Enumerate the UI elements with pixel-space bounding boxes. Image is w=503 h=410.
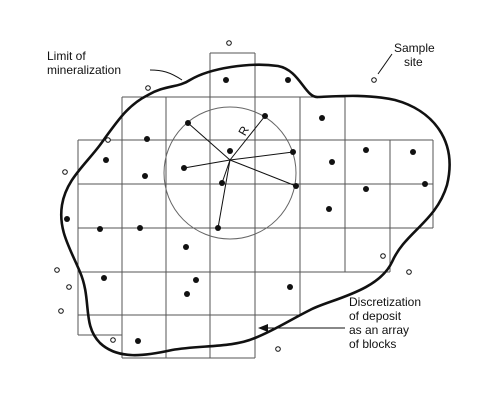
spoke [229, 159, 297, 187]
label-disc-line4: of blocks [349, 337, 396, 351]
sample-site-outside [66, 284, 72, 290]
sample-dot [326, 206, 332, 212]
label-limit-of-mineralization: Limit of mineralization [47, 49, 183, 81]
label-sample-line1: Sample [394, 41, 435, 55]
sample-site-outside [62, 169, 68, 175]
sample-dot [135, 338, 141, 344]
sample-dot [137, 225, 143, 231]
sample-dot [97, 226, 103, 232]
sample-site-outside [226, 40, 232, 46]
sample-dot [183, 244, 189, 250]
label-limit-line1: Limit of [47, 49, 86, 63]
samples-outside [54, 40, 412, 352]
sample-dot [227, 148, 233, 154]
sample-dot [184, 291, 190, 297]
sample-site-outside [406, 269, 412, 275]
sample-dot [103, 157, 109, 163]
spoke [217, 159, 231, 229]
label-disc-line1: Discretization [349, 295, 421, 309]
spoke [229, 115, 266, 161]
sample-dot [410, 149, 416, 155]
sample-dot [422, 181, 428, 187]
sample-dot [142, 173, 148, 179]
block-grid [77, 52, 434, 359]
arrowhead-icon [258, 324, 268, 332]
label-sample-line2: site [404, 55, 423, 69]
sample-site-outside [275, 346, 281, 352]
sample-dot [329, 159, 335, 165]
spoke [183, 159, 231, 169]
sample-dot [215, 225, 221, 231]
sample-dot [293, 183, 299, 189]
sample-dot [193, 277, 199, 283]
spoke [229, 151, 294, 161]
sample-site-outside [54, 267, 60, 273]
sample-dot [64, 216, 70, 222]
spoke [221, 159, 231, 184]
mineralization-boundary [59, 63, 451, 357]
sample-dot [223, 77, 229, 83]
sample-dot [363, 147, 369, 153]
sample-site-outside [110, 337, 116, 343]
sample-dot [290, 149, 296, 155]
search-circle [163, 106, 297, 240]
sample-site-outside [380, 253, 386, 259]
spoke [187, 122, 231, 161]
sample-dot [363, 186, 369, 192]
sample-dot [185, 120, 191, 126]
sample-dot [219, 180, 225, 186]
label-disc-line3: as an array [349, 323, 409, 337]
sample-dot [285, 77, 291, 83]
label-sample-site: Sample site [377, 41, 435, 75]
sample-dot [144, 136, 150, 142]
sample-dot [181, 165, 187, 171]
sample-site-outside [105, 137, 111, 143]
sample-dot [262, 113, 268, 119]
label-disc-line2: of deposit [349, 309, 402, 323]
label-limit-line2: mineralization [47, 63, 121, 77]
sample-dot [319, 115, 325, 121]
samples-inside [64, 77, 428, 344]
sample-site-outside [371, 77, 377, 83]
sample-leader-line [377, 53, 393, 75]
sample-dot [287, 284, 293, 290]
limit-leader-line [149, 69, 183, 81]
label-discretization: Discretization of deposit as an array of… [258, 295, 421, 351]
sample-site-outside [145, 85, 151, 91]
search-spokes [183, 115, 297, 229]
sample-dot [101, 275, 107, 281]
sample-site-outside [58, 308, 64, 314]
